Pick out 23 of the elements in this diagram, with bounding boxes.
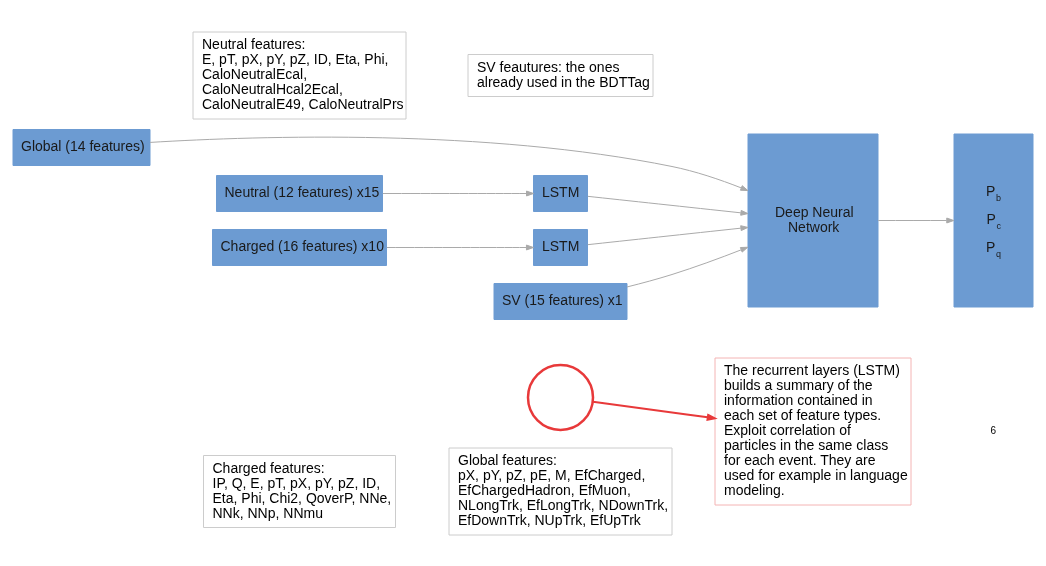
arrow (591, 400, 718, 421)
arrow (877, 217, 955, 223)
node-box: SV feautures: the ones already used in the BDTTag (467, 53, 654, 97)
label: 6 (990, 424, 997, 436)
node-box: SV (15 features) x1 (493, 282, 628, 320)
arrow (587, 224, 749, 245)
arrow (587, 195, 749, 216)
node-box: Deep Neural Network (747, 133, 879, 307)
node-box: Neutral (12 features) x15 (216, 174, 383, 212)
node-box: Charged (16 features) x10 (212, 228, 387, 266)
arrow (382, 190, 534, 196)
node-box: Charged features: IP, Q, E, pT, pX, pY, pZ, ID, Eta, Phi, Chi2, QoverP, NNe, NNk, NNp, NNmu (203, 454, 396, 528)
arrow (626, 246, 749, 287)
node-box: Neutral features: E, pT, pX, pY, pZ, ID, Eta, Phi, CaloNeutralEcal, CaloNeutralHcal2Ecal, CaloNeutralE49, CaloNeutralPrs (192, 31, 407, 119)
node-box: LSTM (533, 174, 588, 212)
node-box: The recurrent layers (LSTM) builds a summary of the information contained in each set of feature types. Exploit correlation of particles in the same class for each event. They are used for example in language modeling. (714, 357, 912, 505)
arrow (386, 244, 534, 250)
node-box: P$_{b}$ P$_{c}$ P$_{q}$ (953, 133, 1034, 307)
node-box: Global features: pX, pY, pZ, pE, M, EfCharged, EfChargedHadron, EfMuon, NLongTrk, EfLongTrk, NDownTrk, EfDownTrk, NUpTrk, EfUpTrk (448, 447, 673, 535)
arrow (149, 136, 749, 191)
node-box: LSTM (533, 228, 588, 266)
node-circle (526, 363, 595, 431)
node-box: Global (14 features) (12, 128, 151, 166)
